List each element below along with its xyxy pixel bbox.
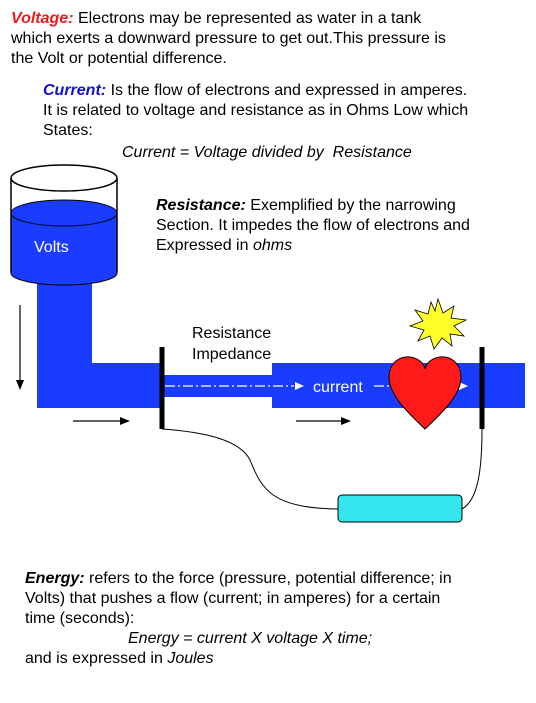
current-flow-arrowhead-icon xyxy=(295,382,304,390)
tank-water-surface xyxy=(10,199,118,227)
current-line-2: It is related to voltage and resistance … xyxy=(43,102,469,119)
resistance-line-1: Resistance: Exemplified by the narrowing xyxy=(156,196,526,216)
down-arrow-icon xyxy=(16,305,24,390)
wire-right xyxy=(461,428,483,510)
current-flow-arrowhead-2-icon xyxy=(459,382,468,390)
current-text-1: Is the flow of electrons and expressed i… xyxy=(110,82,468,99)
wire-left xyxy=(161,428,339,510)
current-line-1: Current: Is the flow of electrons and ex… xyxy=(43,81,533,101)
battery xyxy=(337,494,463,523)
energy-text-5: and is expressed in xyxy=(25,650,168,667)
resistance-text-1: Exemplified by the narrowing xyxy=(250,197,456,214)
energy-line-2: Volts) that pushes a flow (current; in a… xyxy=(25,590,441,607)
energy-formula: Energy = current X voltage X time; xyxy=(128,630,373,647)
energy-line-3: time (seconds): xyxy=(25,610,135,627)
energy-term: Energy: xyxy=(25,570,85,587)
current-term: Current: xyxy=(43,82,107,99)
right-arrow-icon-2 xyxy=(296,417,351,425)
voltage-text-1: Electrons may be represented as water in… xyxy=(77,10,422,27)
voltage-paragraph: Voltage: Electrons may be represented as… xyxy=(11,9,531,69)
water-tank: Volts xyxy=(10,164,118,286)
resistance-paragraph: Resistance: Exemplified by the narrowing… xyxy=(156,196,526,256)
resistance-term: Resistance: xyxy=(156,197,246,214)
horizontal-pipe-left xyxy=(37,363,162,408)
tank-top-rim xyxy=(10,164,118,192)
ohms-unit: ohms xyxy=(252,237,293,254)
ohms-law-formula: Current = Voltage divided by Resistance xyxy=(122,144,412,161)
spark-burst-icon xyxy=(408,297,468,350)
current-paragraph: Current: Is the flow of electrons and ex… xyxy=(43,81,533,141)
voltage-term: Voltage: xyxy=(11,10,74,27)
energy-text-1: refers to the force (pressure, potential… xyxy=(89,570,452,587)
tank-bottom-rim xyxy=(10,272,118,286)
resistance-label: Resistance xyxy=(192,325,271,342)
energy-line-5: and is expressed in Joules xyxy=(25,649,530,669)
voltage-line-2: which exerts a downward pressure to get … xyxy=(11,30,446,47)
voltage-line-1: Voltage: Electrons may be represented as… xyxy=(11,9,531,29)
energy-line-1: Energy: refers to the force (pressure, p… xyxy=(25,569,530,589)
joules-unit: Joules xyxy=(167,650,214,667)
current-line-3: States: xyxy=(43,122,93,139)
right-arrow-icon-1 xyxy=(73,417,130,425)
voltage-line-3: the Volt or potential difference. xyxy=(11,50,227,67)
tank-label: Volts xyxy=(34,239,69,256)
resistance-line-3: Expressed in ohms xyxy=(156,236,526,256)
heart-icon xyxy=(388,356,462,430)
current-label: current xyxy=(313,379,363,396)
resistance-line-2: Section. It impedes the flow of electron… xyxy=(156,217,470,234)
impedance-label: Impedance xyxy=(192,346,271,363)
energy-paragraph: Energy: refers to the force (pressure, p… xyxy=(25,569,530,669)
resistance-text-3: Expressed in xyxy=(156,237,253,254)
